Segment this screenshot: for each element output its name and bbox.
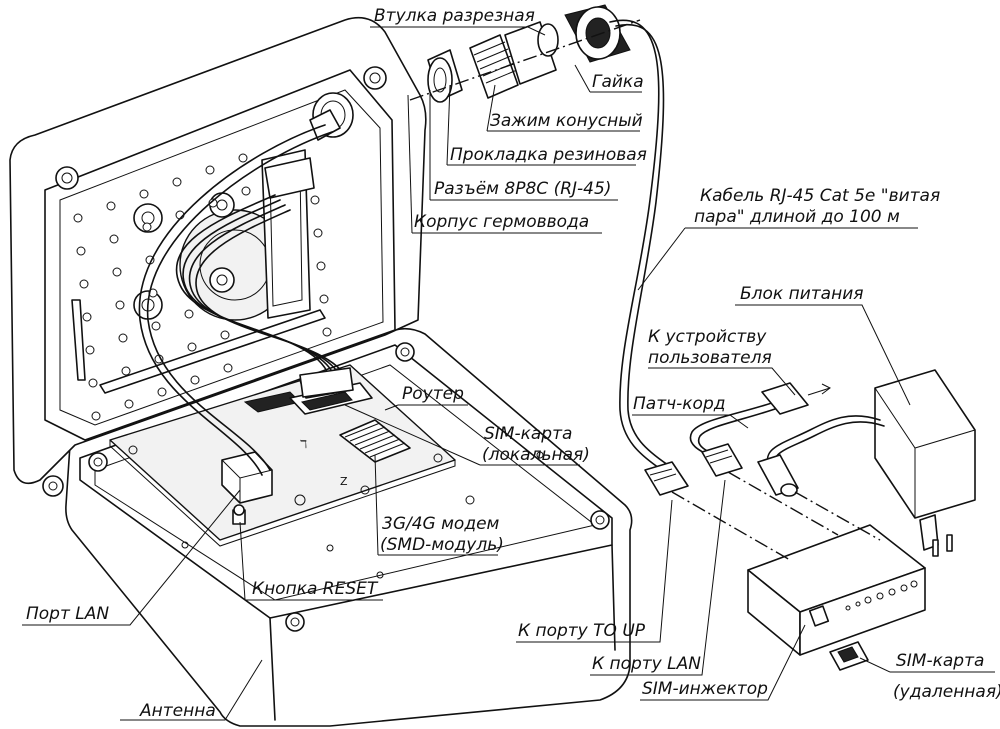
radiator-dot (151, 321, 161, 331)
radiator-dot (208, 198, 218, 208)
label-gland-body: Корпус гермоввода (414, 212, 590, 232)
label-sim-local-line2: (локальная) (482, 445, 590, 465)
power-supply (757, 369, 976, 557)
label-sim-remote-line2: (удаленная) (893, 682, 1000, 702)
label-sim-local-line1: SIM-карта (484, 424, 573, 444)
radiator-dot (73, 213, 83, 223)
label-reset-button: Кнопка RESET (252, 579, 378, 599)
lid-radiator-dots (73, 153, 332, 421)
label-rubber-gasket: Прокладка резиновая (450, 145, 647, 165)
radiator-dot (142, 222, 152, 232)
label-modem-line2: (SMD-модуль) (380, 535, 504, 555)
radiator-dot (82, 312, 92, 322)
radiator-dot (109, 234, 119, 244)
label-antenna: Антенна (140, 701, 216, 721)
radiator-dot (187, 342, 197, 352)
label-cone-clamp: Зажим конусный (490, 111, 643, 131)
svg-text:ℸ: ℸ (300, 438, 307, 451)
label-to-lan-port: К порту LAN (592, 654, 701, 674)
radiator-dot (241, 186, 251, 196)
label-to-up-port: К порту TO UP (518, 621, 646, 641)
label-user-device-line1: К устройству (648, 327, 767, 347)
label-user-device-line2: пользователя (648, 348, 772, 368)
enclosure-lid (9, 16, 427, 497)
leader-lines (22, 26, 995, 721)
radiator-dot (76, 246, 86, 256)
label-patch-cord: Патч-корд (633, 394, 726, 414)
label-modem-line1: 3G/4G модем (382, 514, 500, 534)
radiator-dot (91, 411, 101, 421)
svg-text:Z: Z (340, 475, 348, 488)
radiator-dot (106, 201, 116, 211)
patch-cord (689, 382, 831, 477)
external-utp-cable (609, 19, 689, 496)
cable-gland-parts (409, 4, 641, 103)
radiator-dot (220, 330, 230, 340)
label-sim-injector: SIM-инжектор (642, 679, 768, 699)
radiator-dot (115, 300, 125, 310)
radiator-dot (313, 228, 323, 238)
radiator-dot (190, 375, 200, 385)
label-lan-port: Порт LAN (26, 604, 110, 624)
radiator-dot (118, 333, 128, 343)
label-sim-remote-line1: SIM-карта (896, 651, 985, 671)
radiator-dot (310, 195, 320, 205)
radiator-dot (319, 294, 329, 304)
radiator-dot (172, 177, 182, 187)
radiator-dot (112, 267, 122, 277)
radiator-dot (157, 387, 167, 397)
radiator-dot (322, 327, 332, 337)
connection-lines (671, 471, 881, 561)
radiator-dot (205, 165, 215, 175)
label-split-bushing: Втулка разрезная (374, 6, 535, 26)
ribbon-cable (175, 194, 354, 398)
radiator-dot (124, 399, 134, 409)
internal-lan-cable (138, 124, 333, 476)
sim-injector (747, 524, 926, 671)
radiator-dot (238, 153, 248, 163)
radiator-dot (121, 366, 131, 376)
label-cable-line2: пара" длиной до 100 м (694, 207, 900, 227)
label-power-supply: Блок питания (740, 284, 864, 304)
label-connector: Разъём 8Р8С (RJ-45) (434, 179, 612, 199)
radiator-dot (139, 189, 149, 199)
radiator-dot (223, 363, 233, 373)
label-router: Роутер (402, 384, 464, 404)
radiator-dot (85, 345, 95, 355)
label-cable-line1: Кабель RJ-45 Cat 5e "витая (700, 186, 941, 206)
label-nut: Гайка (592, 72, 644, 92)
radiator-dot (88, 378, 98, 388)
radiator-dot (316, 261, 326, 271)
radiator-dot (184, 309, 194, 319)
radiator-dot (79, 279, 89, 289)
